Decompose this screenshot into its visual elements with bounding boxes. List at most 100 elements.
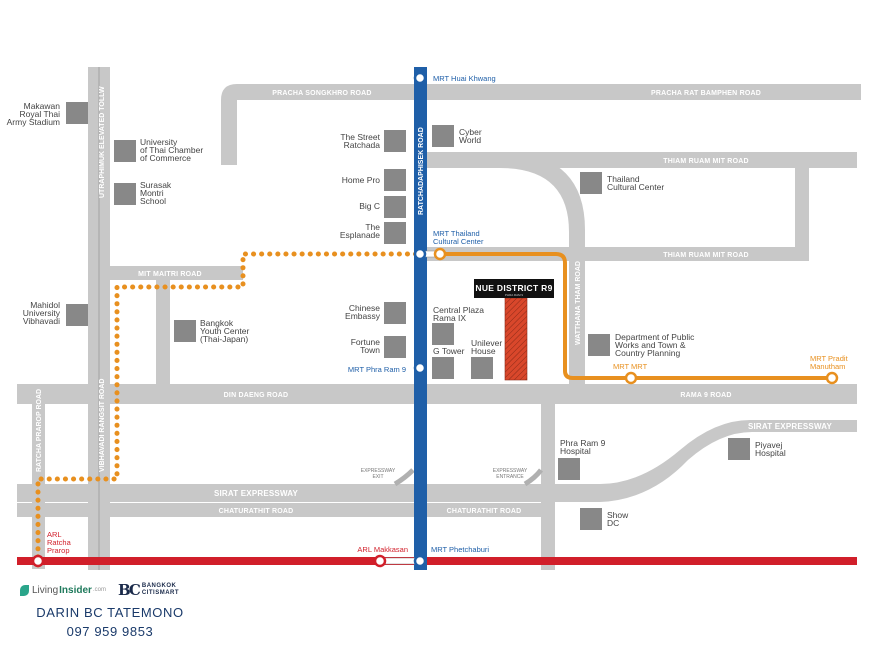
poi-label-central-plaza: Central Plaza <box>433 305 484 315</box>
building-phra-ram9-hospital <box>558 458 580 480</box>
station-label-arl-makkasan: ARL Makkasan <box>357 545 408 554</box>
poi-label-cyber-world: World <box>459 135 481 145</box>
road-label: CHATURATHIT ROAD <box>219 508 294 515</box>
poi-label-bangkok-youth: Bangkok <box>200 318 234 328</box>
building-dept-public-works <box>588 334 610 356</box>
building-big-c <box>384 196 406 218</box>
livinginsider-text-a: Living <box>32 584 59 596</box>
poi-label-big-c: Big C <box>359 201 380 211</box>
building-bangkok-youth <box>174 320 196 342</box>
station-marker <box>31 554 45 568</box>
road-labels: PRACHA SONGKHRO ROAD PRACHA RAT BAMPHEN … <box>36 86 833 515</box>
bc-line1: BANGKOK <box>141 583 177 589</box>
road-label: VIBHAVADI RANGSIT ROAD <box>99 379 106 472</box>
poi-label-mahidol: University <box>23 308 61 318</box>
expressway-entrance-label: ENTRANCE <box>496 474 524 480</box>
station-label-pradit-manutham: Manutham <box>810 362 845 371</box>
project-site: NUE DISTRICT R9 PHRA RAM 9 <box>474 279 554 381</box>
poi-label-home-pro: Home Pro <box>342 175 381 185</box>
station-marker <box>825 371 839 385</box>
stations <box>31 71 839 568</box>
agent-info: DARIN BC TATEMONO 097 959 9853 <box>20 603 200 641</box>
poi-label-utcc: of Commerce <box>140 153 191 163</box>
poi-label-bangkok-youth: Youth Center <box>200 326 249 336</box>
leaf-icon <box>20 584 29 596</box>
orange-dotted-line <box>35 251 421 568</box>
arl-line <box>17 557 857 565</box>
building-show-dc <box>580 508 602 530</box>
building-esplanade <box>384 222 406 244</box>
station-label-huai-khwang: MRT Huai Khwang <box>433 74 496 83</box>
poi-label-mahidol: Vibhavadi <box>23 316 60 326</box>
road-label: THIAM RUAM MIT ROAD <box>663 158 748 165</box>
building-makawan <box>66 102 88 124</box>
poi-label-makawan: Royal Thai <box>20 109 61 119</box>
building-chinese-embassy <box>384 302 406 324</box>
project-label-box <box>474 279 554 298</box>
station-marker <box>433 247 447 261</box>
road-label: WATTHANA THAM ROAD <box>575 261 582 345</box>
road-label: UTRAPHIMUK ELEVATED TOLLW <box>99 86 106 198</box>
buildings <box>66 102 750 530</box>
station-label-pradit-manutham: MRT Pradit <box>810 354 849 363</box>
poi-label-thailand-cultural: Thailand <box>607 174 640 184</box>
station-marker <box>373 554 387 568</box>
road-label: PRACHA RAT BAMPHEN ROAD <box>651 90 761 97</box>
livinginsider-text-b: Insider <box>59 584 92 596</box>
poi-label-unilever: House <box>471 346 496 356</box>
expressway-exit-label: EXPRESSWAY <box>361 468 396 474</box>
poi-label-unilever: Unilever <box>471 338 502 348</box>
station-label-thailand-cultural: MRT Thailand <box>433 229 480 238</box>
project-sub: PHRA RAM 9 <box>505 293 524 297</box>
station-marker <box>413 71 427 85</box>
building-street-ratchada <box>384 130 406 152</box>
agent-phone: 097 959 9853 <box>66 624 154 639</box>
station-label-arl-ratcha-prarop: Prarop <box>47 546 70 555</box>
bc-mark: BC <box>117 581 141 599</box>
poi-label-dept-public-works: Works and Town & <box>615 340 686 350</box>
poi-label-cyber-world: Cyber <box>459 127 482 137</box>
poi-label-show-dc: Show <box>607 510 629 520</box>
station-labels: MRT Huai Khwang MRT Thailand Cultural Ce… <box>47 74 849 555</box>
poi-label-dept-public-works: Country Planning <box>615 348 680 358</box>
poi-label-central-plaza: Rama IX <box>433 313 466 323</box>
poi-label-g-tower: G Tower <box>433 346 465 356</box>
road-label: RATCHA PRAROP ROAD <box>36 389 43 472</box>
building-cyber-world <box>432 125 454 147</box>
poi-label-chinese-embassy: Embassy <box>345 311 381 321</box>
building-mahidol <box>66 304 88 326</box>
poi-label-surasak: Montri <box>140 188 164 198</box>
poi-label-esplanade: Esplanade <box>340 230 380 240</box>
road-label: THIAM RUAM MIT ROAD <box>663 252 748 259</box>
bc-text: BANGKOK CITISMART <box>142 583 179 597</box>
poi-label-makawan: Makawan <box>24 101 61 111</box>
building-surasak <box>114 183 136 205</box>
road-label: CHATURATHIT ROAD <box>447 508 522 515</box>
station-marker <box>624 371 638 385</box>
poi-label-bangkok-youth: (Thai-Japan) <box>200 334 248 344</box>
building-fortune-town <box>384 336 406 358</box>
road-label: SIRAT EXPRESSWAY <box>748 422 833 431</box>
poi-label-street-ratchada: The Street <box>340 132 380 142</box>
station-marker <box>413 247 427 261</box>
building-g-tower <box>432 357 454 379</box>
station-label-phra-ram9: MRT Phra Ram 9 <box>348 365 406 374</box>
project-plot <box>504 297 528 381</box>
building-utcc <box>114 140 136 162</box>
poi-label-phra-ram9-hospital: Phra Ram 9 <box>560 438 606 448</box>
mrt-blue-line <box>414 67 427 570</box>
poi-label-piyavej: Hospital <box>755 448 786 458</box>
station-label-arl-ratcha-prarop: ARL <box>47 530 62 539</box>
station-marker <box>413 554 427 568</box>
station-label-arl-ratcha-prarop: Ratcha <box>47 538 72 547</box>
poi-label-utcc: of Thai Chamber <box>140 145 203 155</box>
orange-line <box>440 252 832 380</box>
road-label: MIT MAITRI ROAD <box>138 271 202 278</box>
building-thailand-cultural-center <box>580 172 602 194</box>
building-piyavej <box>728 438 750 460</box>
expressway-entrance-label: EXPRESSWAY <box>493 468 528 474</box>
expressway-ramps: EXPRESSWAY EXIT EXPRESSWAY ENTRANCE <box>361 468 543 487</box>
